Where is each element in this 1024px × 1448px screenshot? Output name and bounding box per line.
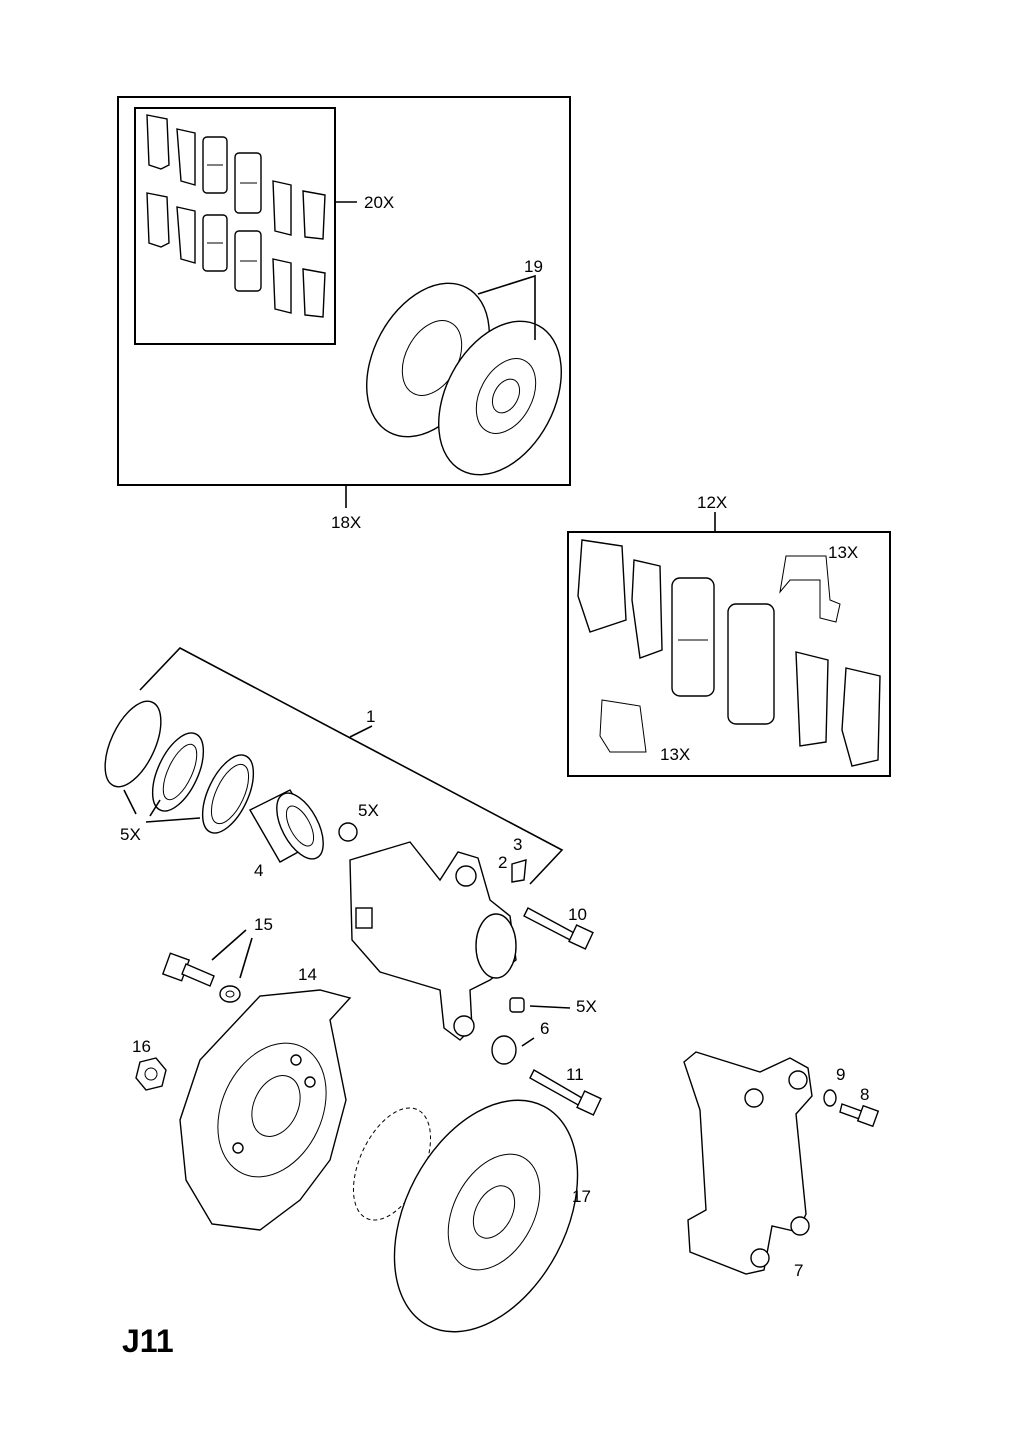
label-1: 1 bbox=[366, 707, 375, 726]
backing-plate-14-illustration bbox=[179, 989, 352, 1231]
kit-12x-box bbox=[567, 531, 891, 777]
label-19: 19 bbox=[524, 257, 543, 276]
guide-bolt-11-illustration bbox=[529, 1069, 602, 1116]
label-4: 4 bbox=[254, 861, 263, 880]
brake-disc-17-illustration bbox=[393, 1099, 579, 1333]
bolt-15-illustration bbox=[161, 952, 241, 1003]
label-11: 11 bbox=[566, 1065, 584, 1084]
label-14: 14 bbox=[298, 965, 317, 984]
label-6: 6 bbox=[540, 1019, 549, 1038]
kit-12x-group: 12X 13X 13X bbox=[567, 493, 891, 777]
label-5x-cap: 5X bbox=[358, 801, 379, 820]
label-20x: 20X bbox=[364, 193, 394, 212]
label-12x: 12X bbox=[697, 493, 727, 512]
diagram-code: J11 bbox=[122, 1323, 174, 1359]
kit-18x-box bbox=[117, 96, 571, 486]
caliper-carrier-7-illustration bbox=[683, 1051, 813, 1275]
label-13x-bottom: 13X bbox=[660, 745, 690, 764]
nut-16-illustration bbox=[135, 1057, 167, 1091]
caliper-body-illustration bbox=[349, 841, 517, 1041]
label-2: 2 bbox=[498, 853, 507, 872]
kit-18x-group: 20X 19 18X bbox=[117, 96, 571, 532]
piston-4-illustration bbox=[249, 789, 324, 863]
pad-set-20x-illustration bbox=[146, 114, 326, 318]
label-3: 3 bbox=[513, 835, 522, 854]
label-7: 7 bbox=[794, 1261, 803, 1280]
seal-rings-illustration bbox=[104, 700, 255, 834]
label-10: 10 bbox=[568, 905, 587, 924]
pad-set-12x-illustration bbox=[577, 539, 881, 767]
label-17: 17 bbox=[572, 1187, 591, 1206]
label-16: 16 bbox=[132, 1037, 151, 1056]
label-15: 15 bbox=[254, 915, 273, 934]
label-5x-right: 5X bbox=[576, 997, 597, 1016]
label-5x-seals: 5X bbox=[120, 825, 141, 844]
brake-disc-19-illustration bbox=[366, 282, 562, 476]
label-8: 8 bbox=[860, 1085, 869, 1104]
label-13x-top: 13X bbox=[828, 543, 858, 562]
label-9: 9 bbox=[836, 1065, 845, 1084]
kit-20x-box bbox=[134, 107, 336, 345]
guide-bolt-10-illustration bbox=[523, 907, 594, 950]
caliper-assembly-bracket bbox=[139, 647, 564, 885]
label-18x: 18X bbox=[331, 513, 361, 532]
